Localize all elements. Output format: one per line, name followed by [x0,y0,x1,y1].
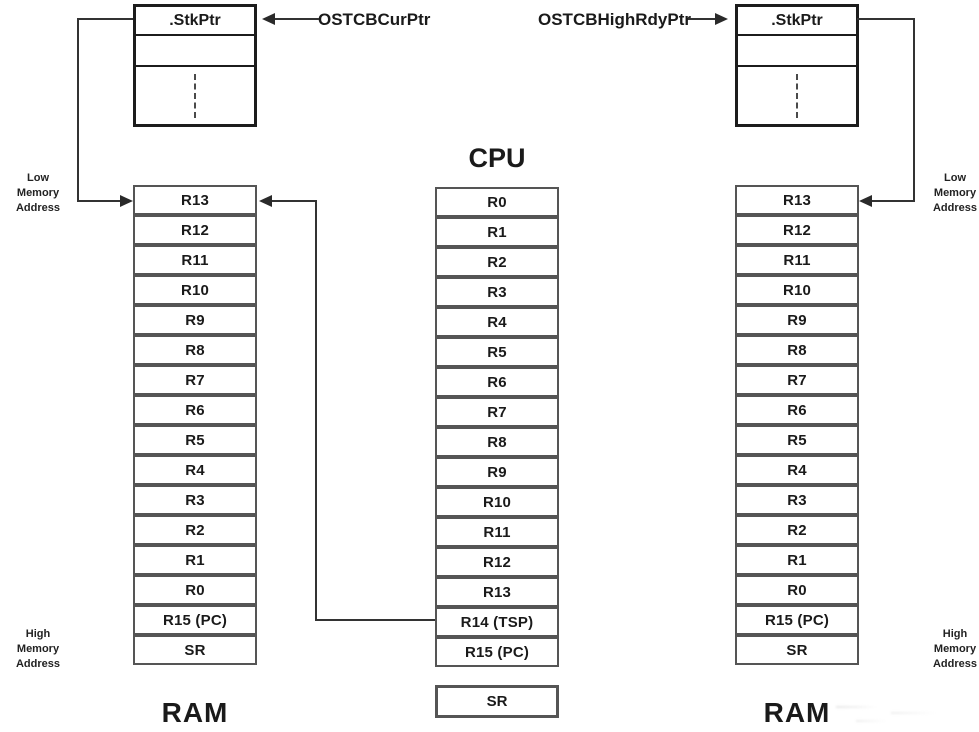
tcb-left-connector-bottom [77,200,121,202]
ram-left-cell: R2 [133,515,257,545]
ram-left-cell: R7 [133,365,257,395]
tcb-high-ready: .StkPtr [735,4,859,127]
ram-right-cell: R15 (PC) [735,605,859,635]
tsp-connector-vertical [315,200,317,621]
cpu-register-cell: R1 [435,217,559,247]
vertical-ellipsis-icon [796,73,798,118]
watermark-smudge [836,700,946,724]
cpu-register-cell: R12 [435,547,559,577]
ram-left-cell: R13 [133,185,257,215]
ram-right-cell: R5 [735,425,859,455]
tcb-left-connector-top [77,18,133,20]
tcb-left-arrowhead-icon [120,195,133,207]
ram-right-cell: R6 [735,395,859,425]
cpu-register-cell: R7 [435,397,559,427]
vertical-ellipsis-icon [194,73,196,118]
ram-right-title: RAM [763,697,831,728]
ram-right-cell: R1 [735,545,859,575]
cpu-register-cell: R2 [435,247,559,277]
ram-right-cell: R7 [735,365,859,395]
tcb-left-connector-vertical [77,18,79,202]
ram-left-title: RAM [161,697,229,728]
tcb-high-ready-continuation-cell [738,67,856,124]
cpu-title: CPU [468,143,526,173]
ostcbhighrdyptr-label: OSTCBHighRdyPtr [538,10,691,29]
ram-left-cell: R1 [133,545,257,575]
cpu-register-cell: R14 (TSP) [435,607,559,637]
ostcbcurptr-arrow-line [275,18,319,20]
ram-right-cell: R12 [735,215,859,245]
ram-left-cell: R3 [133,485,257,515]
ram-right-cell: R9 [735,305,859,335]
tcb-high-ready-empty-cell [738,36,856,67]
tcb-current-continuation-cell [136,67,254,124]
ram-left-cell: R4 [133,455,257,485]
tcb-right-connector-top [857,18,915,20]
ram-right-cell: R2 [735,515,859,545]
ostcbhighrdyptr-arrowhead-icon [715,13,728,25]
cpu-register-cell: R13 [435,577,559,607]
ram-right-cell: R4 [735,455,859,485]
cpu-register-cell: R4 [435,307,559,337]
tcb-current: .StkPtr [133,4,257,127]
ram-left-cell: R10 [133,275,257,305]
tcb-right-arrowhead-icon [859,195,872,207]
ram-left-cell: SR [133,635,257,665]
cpu-register-cell: R3 [435,277,559,307]
ostcbhighrdyptr-arrow-line [688,18,716,20]
cpu-register-cell: R5 [435,337,559,367]
cpu-register-cell: R8 [435,427,559,457]
tsp-arrowhead-icon [259,195,272,207]
ram-left-cell: R0 [133,575,257,605]
tsp-connector-top [272,200,317,202]
ram-left-cell: R11 [133,245,257,275]
tcb-current-empty-cell [136,36,254,67]
ram-right-cell: R3 [735,485,859,515]
ram-left-cell: R15 (PC) [133,605,257,635]
ram-left-cell: R6 [133,395,257,425]
ostcbcurptr-label: OSTCBCurPtr [318,10,431,29]
ram-right-cell: R10 [735,275,859,305]
ram-left-cell: R8 [133,335,257,365]
cpu-register-cell: R9 [435,457,559,487]
tcb-right-connector-bottom [872,200,915,202]
cpu-sr-box: SR [435,685,559,718]
cpu-register-cell: R15 (PC) [435,637,559,667]
cpu-register-cell: R10 [435,487,559,517]
cpu-register-cell: R0 [435,187,559,217]
tcb-high-ready-stkptr-cell: .StkPtr [738,7,856,36]
ram-left-cell: R9 [133,305,257,335]
ostcbcurptr-arrowhead-icon [262,13,275,25]
ram-right-cell: SR [735,635,859,665]
ram-left-cell: R12 [133,215,257,245]
tsp-connector-bottom [315,619,435,621]
cpu-register-cell: R6 [435,367,559,397]
ram-right-cell: R0 [735,575,859,605]
ram-right-cell: R8 [735,335,859,365]
tcb-right-connector-vertical [913,18,915,202]
ram-right-cell: R11 [735,245,859,275]
ram-left-cell: R5 [133,425,257,455]
cpu-register-cell: R11 [435,517,559,547]
tcb-current-stkptr-cell: .StkPtr [136,7,254,36]
ram-right-cell: R13 [735,185,859,215]
